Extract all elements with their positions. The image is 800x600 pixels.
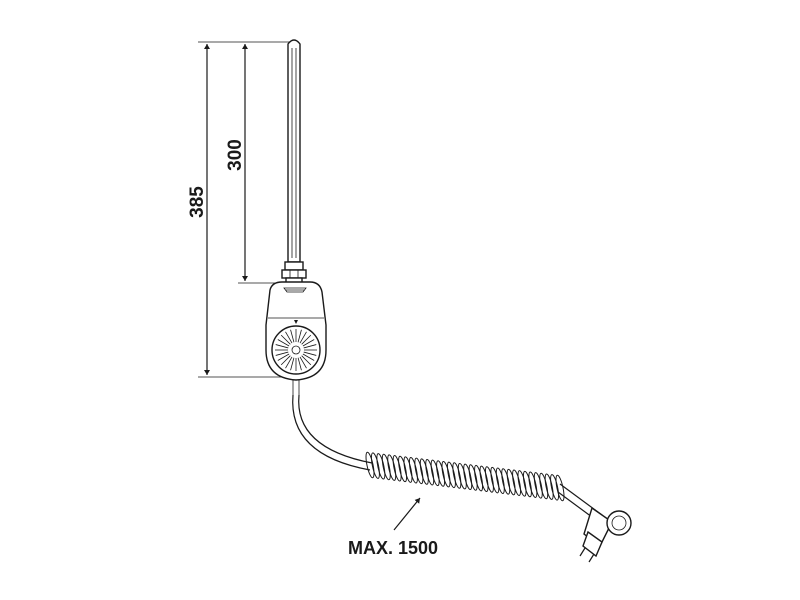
dial-tick (299, 356, 307, 369)
coiled-cable (365, 451, 565, 502)
plug-icon (579, 506, 632, 563)
coil-loop (441, 460, 451, 488)
coil-loop (528, 471, 538, 498)
dial-tick (301, 355, 312, 366)
coil-loop (419, 458, 429, 485)
dial-tick (290, 329, 295, 343)
coil-loop (430, 459, 440, 487)
dial-tick (301, 334, 312, 345)
dial-tick (275, 351, 289, 356)
dimension-385-label: 385 (187, 186, 208, 218)
coil-loop (398, 455, 408, 483)
dial-tick (280, 355, 291, 366)
threaded-connector (281, 261, 307, 284)
coil-loop (452, 462, 462, 489)
coil-loop (550, 474, 560, 501)
dial-tick (303, 344, 317, 349)
coil-loop (457, 462, 467, 490)
coil-loop (408, 457, 418, 484)
thermostat-controller (265, 281, 327, 381)
coil-loop (539, 472, 549, 500)
coil-loop (544, 473, 554, 500)
coil-loop (484, 466, 494, 493)
coil-loop (495, 467, 505, 495)
coil-loop (381, 453, 391, 481)
dimension-300: 300 (225, 44, 248, 281)
dial-tick (303, 351, 317, 356)
dial-tick (285, 356, 293, 369)
dial-tick (302, 353, 315, 361)
dial-tick (285, 331, 293, 344)
coil-loop (479, 465, 489, 493)
coil-loop (365, 451, 375, 479)
coil-loop (425, 458, 435, 486)
coil-loop (555, 474, 565, 502)
coil-loop (501, 468, 511, 495)
cable (292, 380, 373, 471)
dial-tick (297, 357, 302, 371)
coil-loop (376, 453, 386, 480)
coil-loop (506, 468, 516, 496)
coil-loop (490, 466, 500, 494)
dial-tick (297, 329, 302, 343)
dial-tick (277, 353, 290, 361)
dial-tick (290, 357, 295, 371)
coil-loop (387, 454, 397, 481)
dial-tick (275, 344, 289, 349)
coil-loop (370, 452, 380, 479)
dial-tick (302, 339, 315, 347)
coil-loop (436, 460, 446, 487)
dimension-300-label: 300 (225, 139, 246, 171)
brand-logo (283, 287, 307, 293)
dial-tick (277, 339, 290, 347)
dimension-385: 385 (187, 44, 210, 375)
heating-rod (287, 39, 301, 263)
cable-length-label: MAX. 1500 (348, 538, 438, 558)
coil-loop (512, 469, 522, 496)
coil-loop (517, 470, 527, 497)
cable-length-callout: MAX. 1500 (348, 497, 438, 558)
coil-loop (414, 457, 424, 485)
coil-loop (468, 464, 478, 491)
coil-loop (474, 464, 484, 492)
coil-loop (522, 470, 532, 498)
coil-loop (403, 456, 413, 483)
indicator-marker (294, 320, 298, 324)
coil-loop (533, 472, 543, 499)
coil-loop (463, 463, 473, 491)
temperature-dial (271, 325, 321, 375)
coil-loop (446, 461, 456, 489)
dial-tick (280, 334, 291, 345)
coil-loop (392, 455, 402, 482)
dial-tick (299, 331, 307, 344)
